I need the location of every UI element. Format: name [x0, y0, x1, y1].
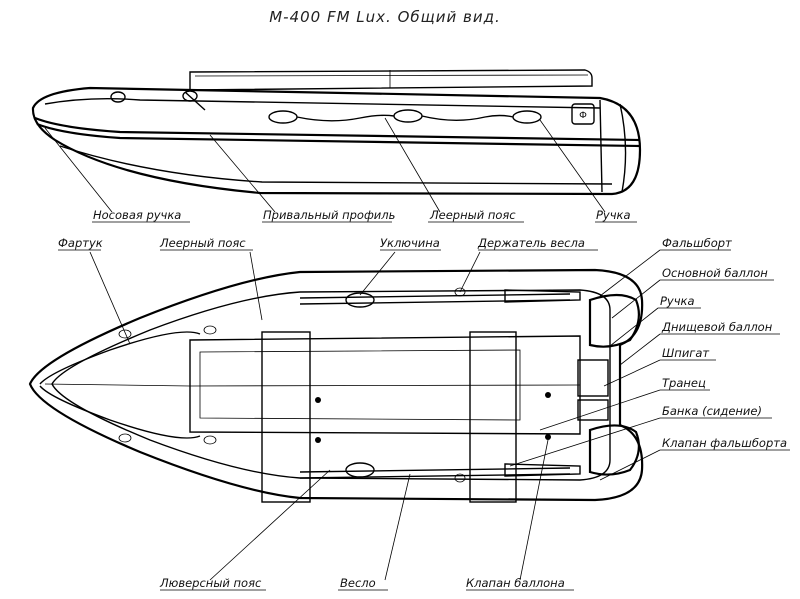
label-bottom-tube: Днищевой баллон: [661, 320, 773, 334]
label-lifeline-top: Леерный пояс: [159, 236, 246, 250]
label-oar: Весло: [340, 576, 376, 590]
label-grommet-belt: Люверсный пояс: [159, 576, 262, 590]
label-bench: Банка (сидение): [662, 404, 762, 418]
label-transom: Транец: [662, 376, 706, 390]
label-bow-handle: Носовая ручка: [93, 208, 181, 222]
label-bulwark: Фальшборт: [662, 236, 732, 250]
label-main-tube: Основной баллон: [662, 266, 768, 280]
label-bulwark-valve: Клапан фальшборта: [662, 436, 787, 450]
label-handle-top: Ручка: [660, 294, 695, 308]
label-tube-valve: Клапан баллона: [466, 576, 565, 590]
drawing-title: М-400 FM Lux. Общий вид.: [269, 8, 501, 26]
label-oar-holder: Держатель весла: [477, 236, 585, 250]
label-oarlock: Уключина: [380, 236, 440, 250]
side-view: Ф: [31, 69, 642, 223]
top-view: [28, 249, 790, 591]
label-scupper: Шпигат: [662, 346, 709, 360]
label-handle-side: Ручка: [596, 208, 631, 222]
label-rub-strake: Привальный профиль: [263, 208, 395, 222]
logo-mark: Ф: [579, 111, 587, 121]
label-apron: Фартук: [58, 236, 103, 250]
label-lifeline-side: Леерный пояс: [429, 208, 516, 222]
